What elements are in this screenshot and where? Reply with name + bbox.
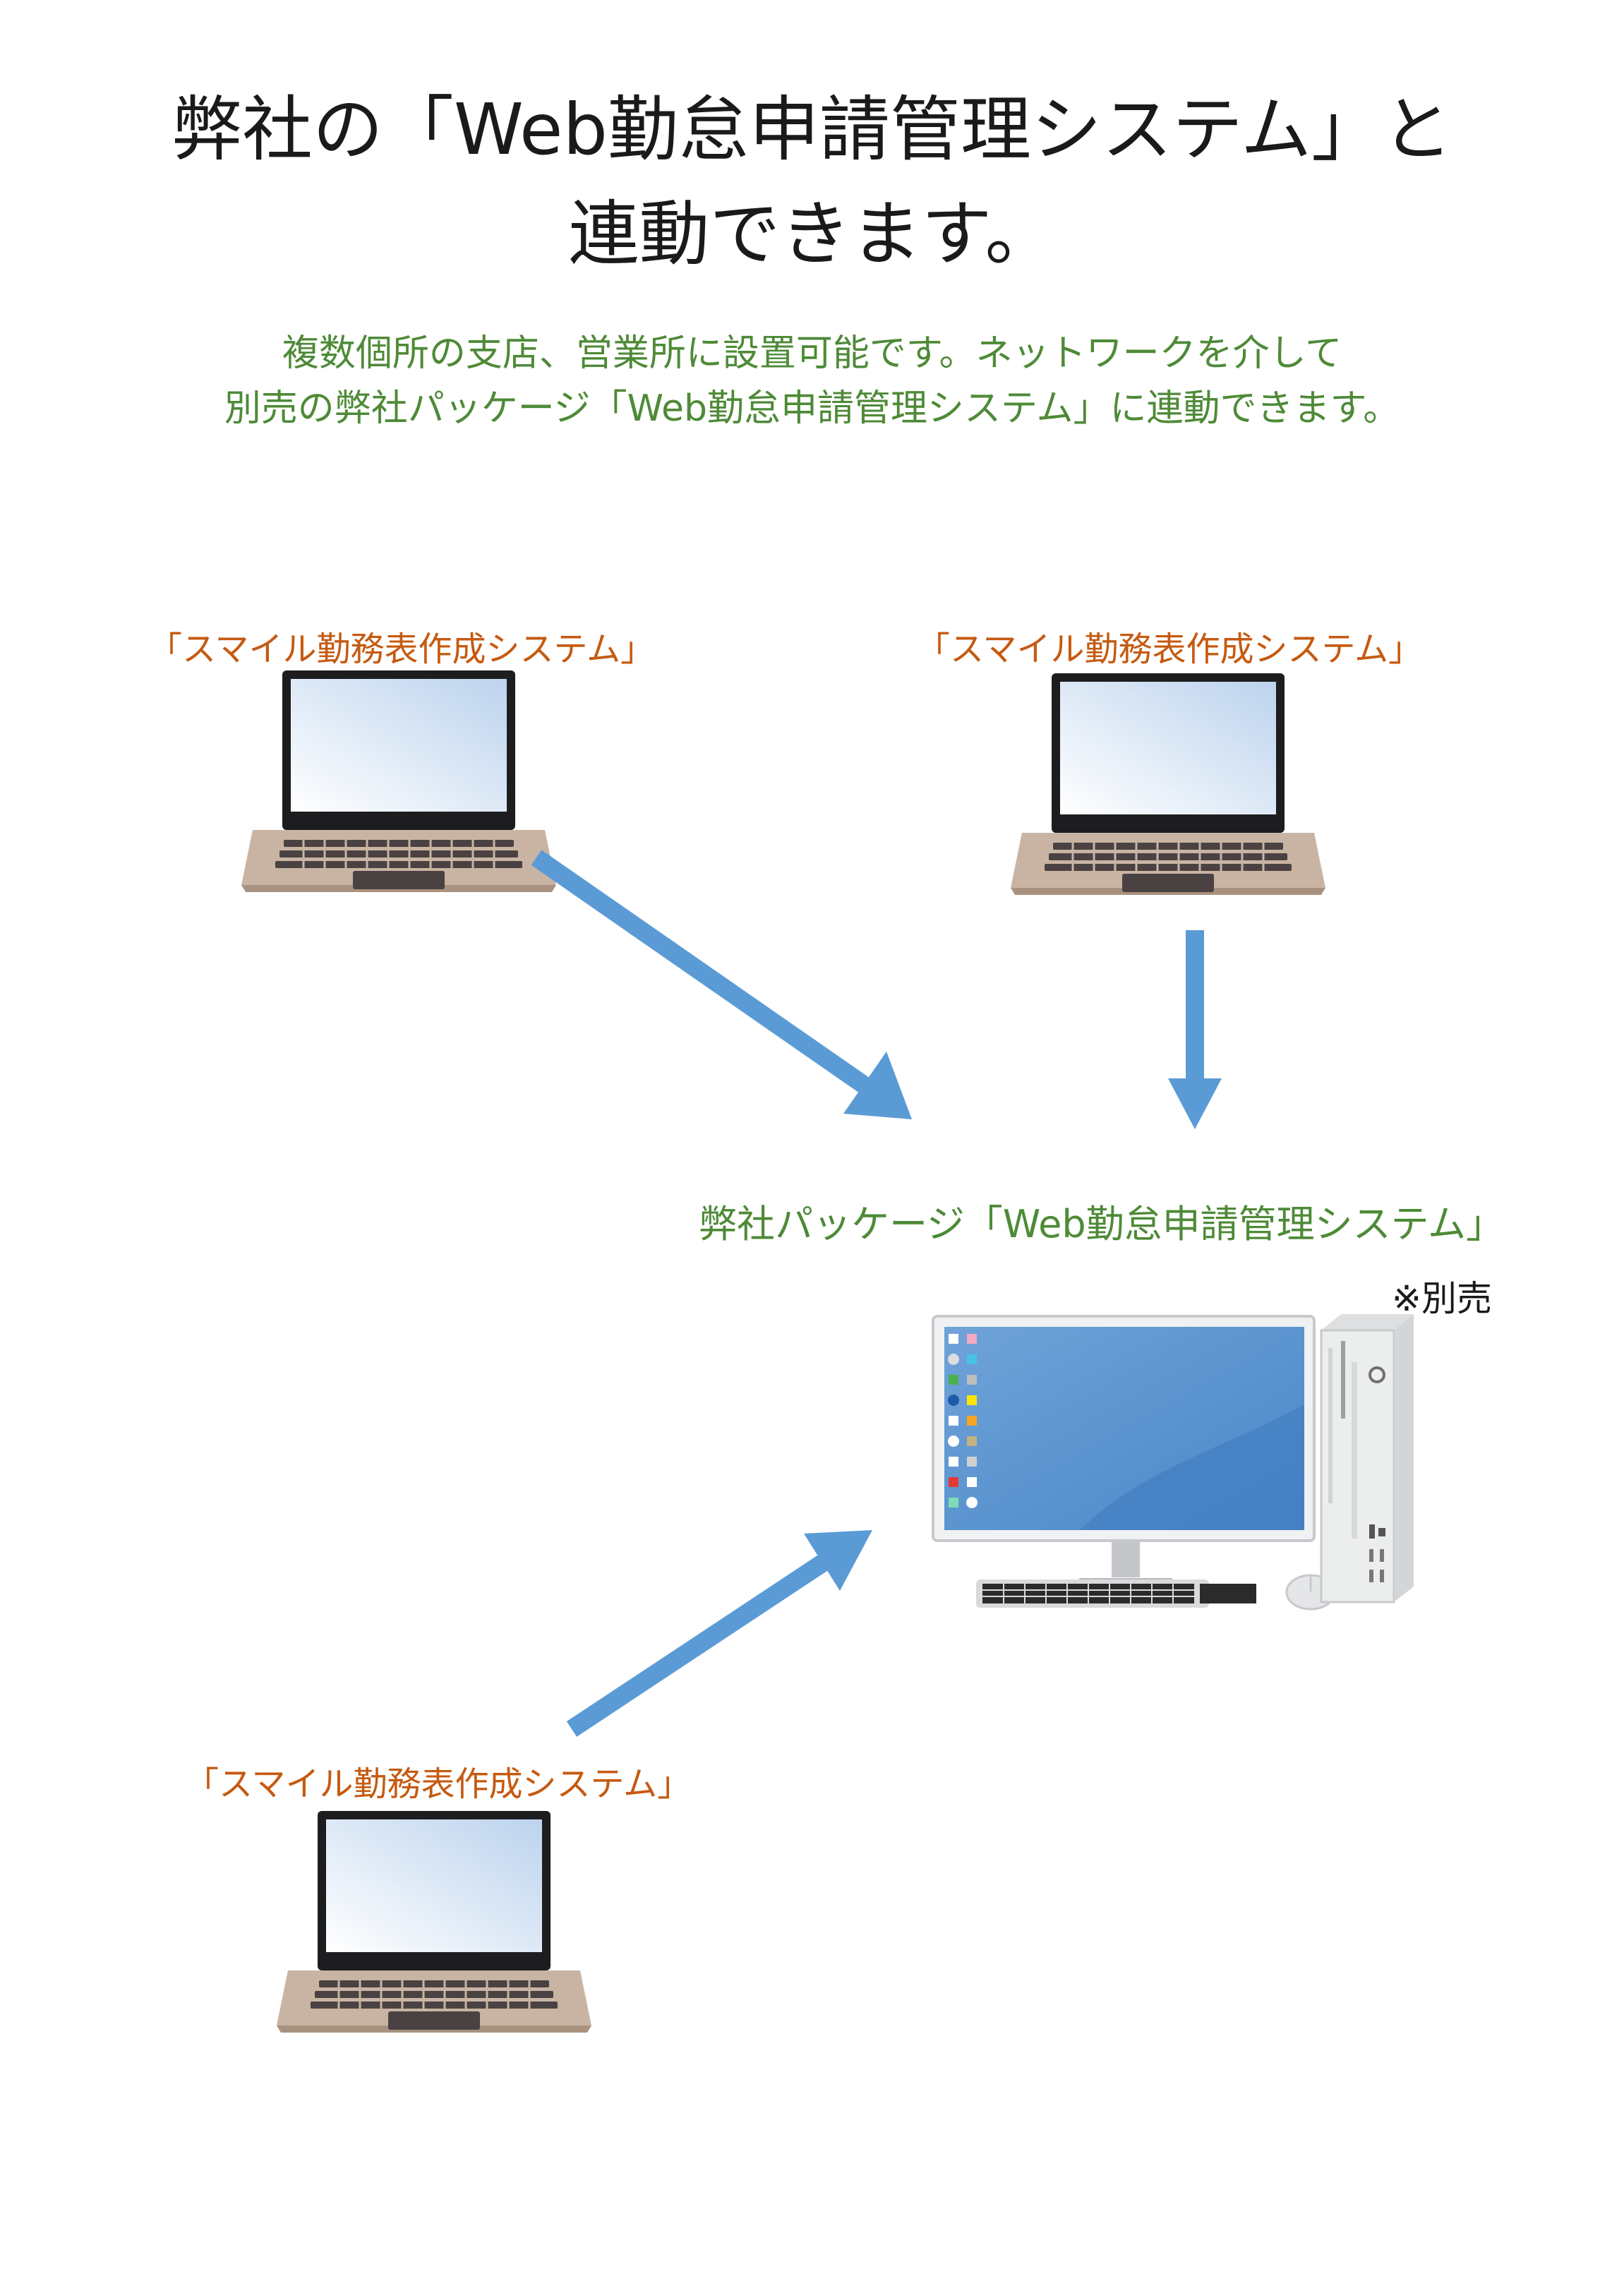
arrow-icon	[531, 850, 912, 1119]
arrow-icon	[1168, 930, 1222, 1129]
page-title: 弊社の「Web勤怠申請管理システム」と 連動できます。	[0, 78, 1624, 287]
desktop-computer-icon	[932, 1314, 1414, 1611]
title-line-1: 弊社の「Web勤怠申請管理システム」と	[171, 88, 1453, 171]
client-label-2: 「スマイル勤務表作成システム」	[916, 630, 1423, 669]
description-line-1: 複数個所の支店、営業所に設置可能です。ネットワークを介して	[282, 332, 1342, 375]
title-line-2: 連動できます。	[568, 193, 1056, 275]
arrow-icon	[566, 1530, 872, 1737]
client-label-3: 「スマイル勤務表作成システム」	[185, 1764, 692, 1804]
laptop-icon	[240, 669, 558, 893]
laptop-icon	[1009, 672, 1327, 896]
description: 複数個所の支店、営業所に設置可能です。ネットワークを介して 別売の弊社パッケージ…	[0, 326, 1624, 436]
description-line-2: 別売の弊社パッケージ「Web勤怠申請管理システム」に連動できます。	[224, 387, 1400, 430]
client-label-1: 「スマイル勤務表作成システム」	[148, 630, 655, 669]
laptop-icon	[275, 1810, 593, 2034]
server-label: 弊社パッケージ「Web勤怠申請管理システム」	[699, 1202, 1505, 1246]
sold-separately-note: ※別売	[1392, 1278, 1492, 1319]
